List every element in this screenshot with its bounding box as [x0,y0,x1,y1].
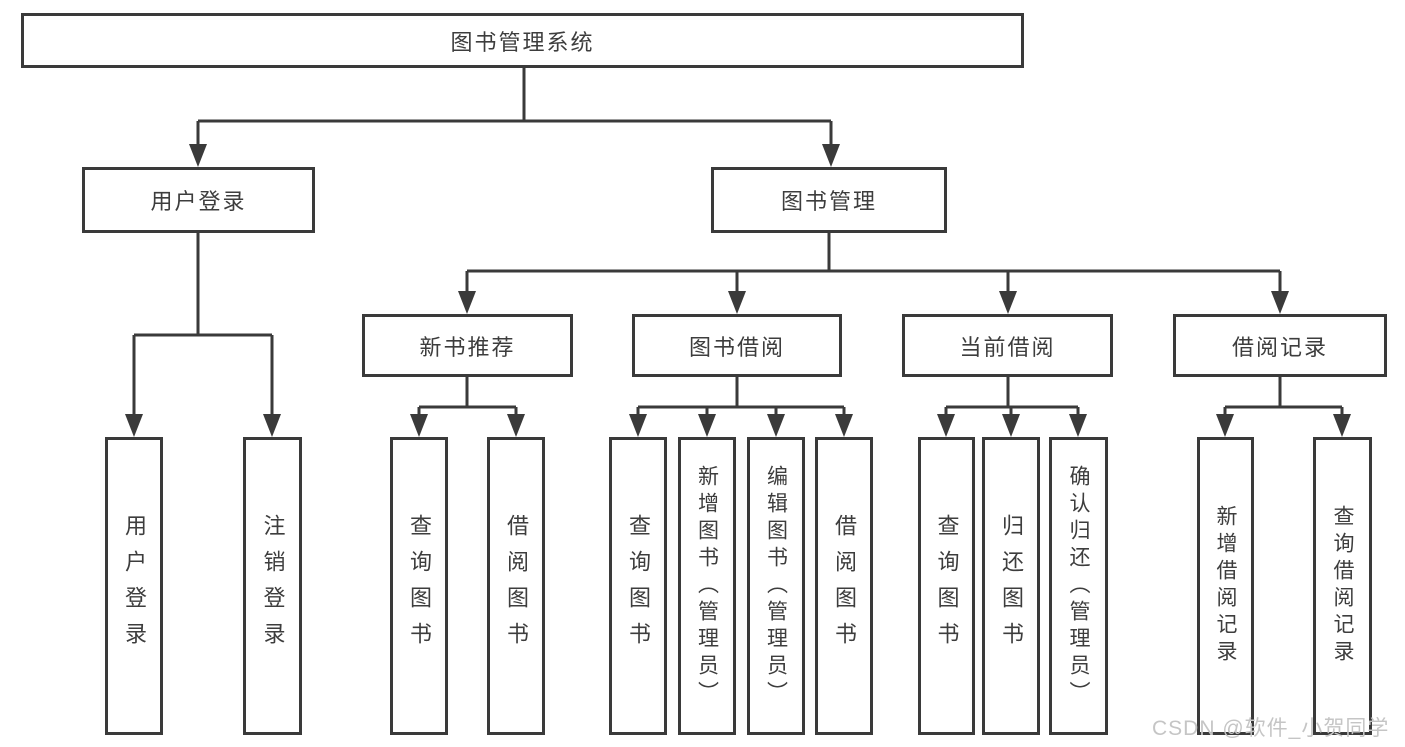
leaf-add-books-admin: 新增图书（管理员） [678,437,736,735]
leaf-confirm-return-admin: 确认归还（管理员） [1049,437,1108,735]
leaf-borrow-books-recommend: 借阅图书 [487,437,545,735]
leaf-logout: 注销登录 [243,437,302,735]
node-book-management: 图书管理 [711,167,947,233]
node-user-login-branch: 用户登录 [82,167,315,233]
node-book-borrow: 图书借阅 [632,314,842,377]
leaf-query-books-borrow: 查询图书 [609,437,667,735]
leaf-query-books-current: 查询图书 [918,437,975,735]
node-current-borrow: 当前借阅 [902,314,1113,377]
node-borrow-records: 借阅记录 [1173,314,1387,377]
leaf-query-books-recommend: 查询图书 [390,437,448,735]
leaf-borrow-books: 借阅图书 [815,437,873,735]
csdn-watermark: CSDN @软件_小贺同学 [1152,717,1390,740]
node-new-book-recommend: 新书推荐 [362,314,573,377]
leaf-edit-books-admin: 编辑图书（管理员） [747,437,805,735]
leaf-add-borrow-record: 新增借阅记录 [1197,437,1254,735]
arrowheads [125,144,1351,437]
node-root-library-system: 图书管理系统 [21,13,1024,68]
leaf-user-login: 用户登录 [105,437,163,735]
leaf-return-books: 归还图书 [982,437,1040,735]
leaf-query-borrow-record: 查询借阅记录 [1313,437,1372,735]
